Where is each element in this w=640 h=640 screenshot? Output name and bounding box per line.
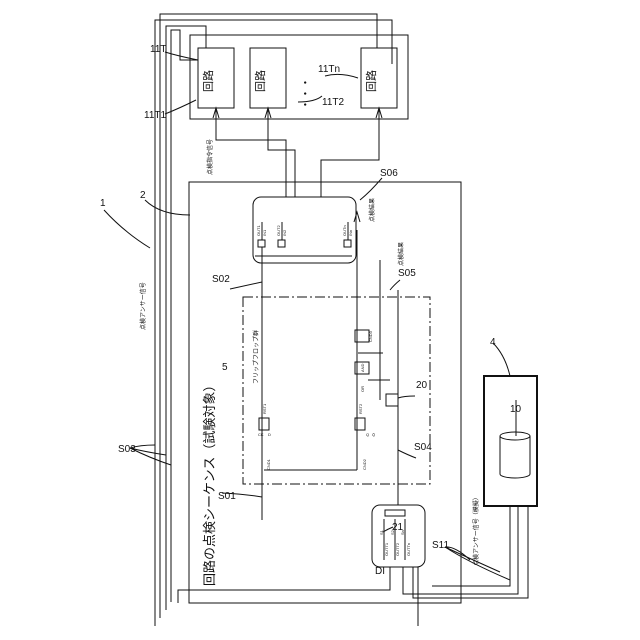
pin-in2: IN2	[282, 229, 287, 236]
answer-back-signal-sim-label: 点検アンサー信号（模擬）	[472, 494, 480, 566]
flipflop-group-label: フリップフロップ群	[252, 330, 260, 384]
block-S06	[253, 197, 356, 263]
ref-S03: S03	[118, 444, 136, 455]
flipflop-1	[259, 418, 269, 430]
cylinder-10-top	[500, 432, 530, 440]
pin-outt1: OUTT1	[384, 542, 389, 556]
check-command-signal-label: 点検指令信号	[206, 139, 214, 175]
ref-4: 4	[490, 337, 496, 348]
node-20	[386, 394, 398, 406]
cylinder-10	[500, 436, 530, 478]
pin-d: D	[268, 432, 271, 437]
pin-or: OR	[360, 386, 365, 392]
answer-back-signal-label: 点検アンサー信号	[139, 282, 147, 330]
ref-DI: DI	[375, 566, 385, 577]
pin-rst1: RST1	[262, 403, 267, 414]
circuit-label-3: 回路	[365, 70, 378, 92]
circuit-label-1: 回路	[202, 70, 215, 92]
ref-S01: S01	[218, 491, 236, 502]
continuation-dots: ・・・	[299, 77, 312, 110]
ref-11T: 11T	[150, 44, 167, 55]
pin-inn: INn	[348, 230, 353, 236]
ref-S05: S05	[398, 268, 416, 279]
pin-qbar: Q̄	[372, 432, 375, 437]
pin-q: Q	[366, 432, 369, 437]
ref-S02: S02	[212, 274, 230, 285]
ref-2: 2	[140, 190, 146, 201]
pin-outn: OUTn	[342, 225, 347, 236]
ref-S11: S11	[432, 540, 449, 551]
pin-outt2: OUTT2	[395, 542, 400, 556]
pin-cnd2: CND2	[362, 458, 367, 470]
ref-S06: S06	[380, 168, 398, 179]
pin-out2: OUT2	[276, 225, 281, 236]
ref-11Tn: 11Tn	[318, 64, 340, 75]
ref-20: 20	[416, 380, 428, 391]
check-result-label-2: 点検結果	[397, 242, 405, 266]
pin-outtn: OUTTn	[406, 543, 411, 556]
ref-5: 5	[222, 362, 228, 373]
pin-ck: CK	[258, 432, 264, 437]
pin-out1: OUT1	[256, 225, 261, 236]
ref-11T1: 11T1	[144, 110, 166, 121]
check-result-label-1: 点検結果	[368, 198, 376, 222]
ref-1: 1	[100, 198, 106, 209]
ref-S04: S04	[414, 442, 432, 453]
sequence-box-2	[189, 182, 461, 603]
sequence-title: 回路の点検シーケンス（試験対象）	[202, 379, 218, 586]
pin-rst2: RST2	[358, 403, 363, 414]
pin-in1: IN1	[262, 229, 267, 236]
pin-cnd3: CND3	[368, 330, 373, 342]
ref-11T2: 11T2	[322, 97, 344, 108]
flipflop-region-5	[243, 297, 430, 484]
circuit-label-2: 回路	[254, 70, 267, 92]
pin-and: AND	[360, 363, 365, 372]
block-21	[372, 505, 425, 567]
ref-21: 21	[392, 522, 404, 533]
pin-s1: S1	[379, 529, 384, 535]
pin-cnd1: CND1	[266, 458, 271, 470]
ref-10: 10	[510, 404, 522, 415]
device-4	[484, 376, 537, 506]
